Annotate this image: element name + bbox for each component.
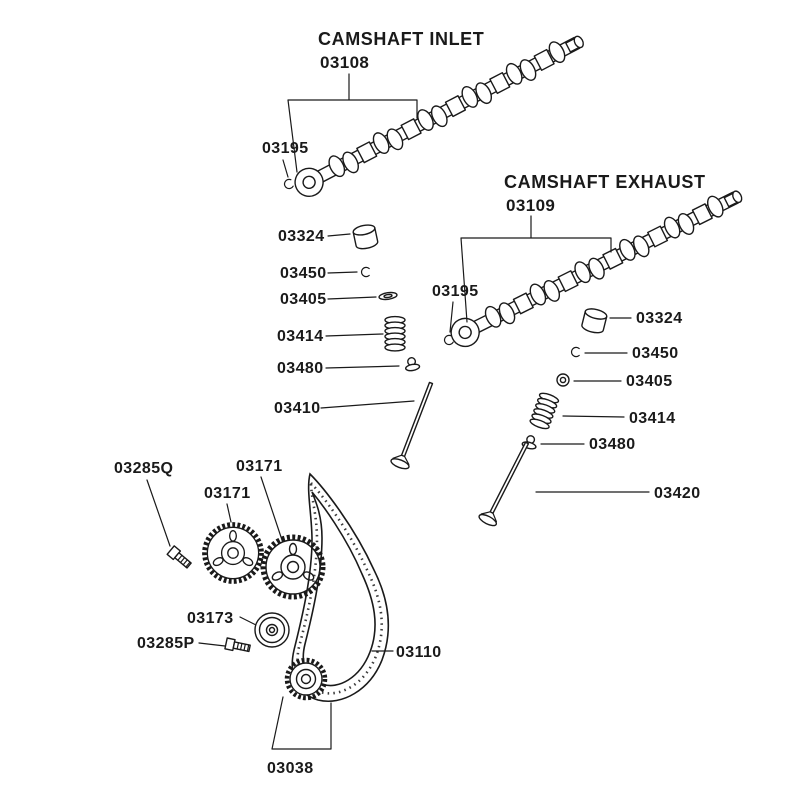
label-sprocket-bolt-q: 03285Q	[114, 460, 173, 477]
camshaft-inlet-number: 03108	[320, 53, 369, 72]
exhaust-tappet-drawing	[580, 306, 609, 336]
label-inlet-tappet: 03324	[278, 228, 325, 245]
sprocket-bolt-q-drawing	[166, 545, 194, 571]
tensioner-bolt-p-drawing	[224, 637, 252, 655]
label-cam-sprocket-left: 03171	[204, 485, 251, 502]
camshaft-exhaust-title: CAMSHAFT EXHAUST	[504, 172, 706, 192]
exhaust-valve-drawing	[476, 437, 537, 529]
inlet-retainer-drawing	[403, 355, 421, 373]
inlet-tappet-drawing	[351, 222, 380, 252]
inlet-valve-drawing	[389, 378, 441, 472]
label-exhaust-valve-spring: 03414	[629, 410, 676, 427]
inlet-valve-spring-drawing	[384, 315, 406, 352]
camshaft-inlet-title: CAMSHAFT INLET	[318, 29, 484, 49]
label-exhaust-valve: 03420	[654, 485, 701, 502]
label-exhaust-spring-seat: 03405	[626, 373, 673, 390]
label-tensioner-bolt-p: 03285P	[137, 635, 195, 652]
label-inlet-valve-spring: 03414	[277, 328, 324, 345]
exhaust-valve-spring-drawing	[528, 390, 561, 432]
cam-sprocket-right-drawing	[263, 537, 323, 597]
inlet-circlip-drawing	[360, 266, 370, 278]
label-exhaust-tappet: 03324	[636, 310, 683, 327]
leader-lines	[146, 73, 650, 750]
cam-sprocket-left-drawing	[205, 525, 262, 582]
label-inlet-spring-seat: 03405	[280, 291, 327, 308]
exhaust-circlip-drawing	[570, 346, 580, 358]
label-crank-sprocket: 03038	[267, 760, 314, 777]
label-cam-sprocket-right: 03171	[236, 458, 283, 475]
inlet-front-seal-clip	[282, 177, 295, 191]
label-exhaust-circlip: 03450	[632, 345, 679, 362]
camshaft-exhaust-number: 03109	[506, 196, 555, 215]
label-inlet-circlip: 03450	[280, 265, 327, 282]
label-exhaust-front-seal: 03195	[432, 283, 479, 300]
tensioner-pulley-drawing	[254, 612, 290, 648]
exhaust-spring-seat-drawing	[556, 373, 570, 387]
label-inlet-retainer: 03480	[277, 360, 324, 377]
label-inlet-front-seal: 03195	[262, 140, 309, 157]
inlet-spring-seat-drawing	[377, 290, 399, 302]
label-tensioner-pulley: 03173	[187, 610, 234, 627]
label-exhaust-retainer: 03480	[589, 436, 636, 453]
label-timing-belt: 03110	[396, 644, 442, 661]
label-inlet-valve: 03410	[274, 400, 321, 417]
